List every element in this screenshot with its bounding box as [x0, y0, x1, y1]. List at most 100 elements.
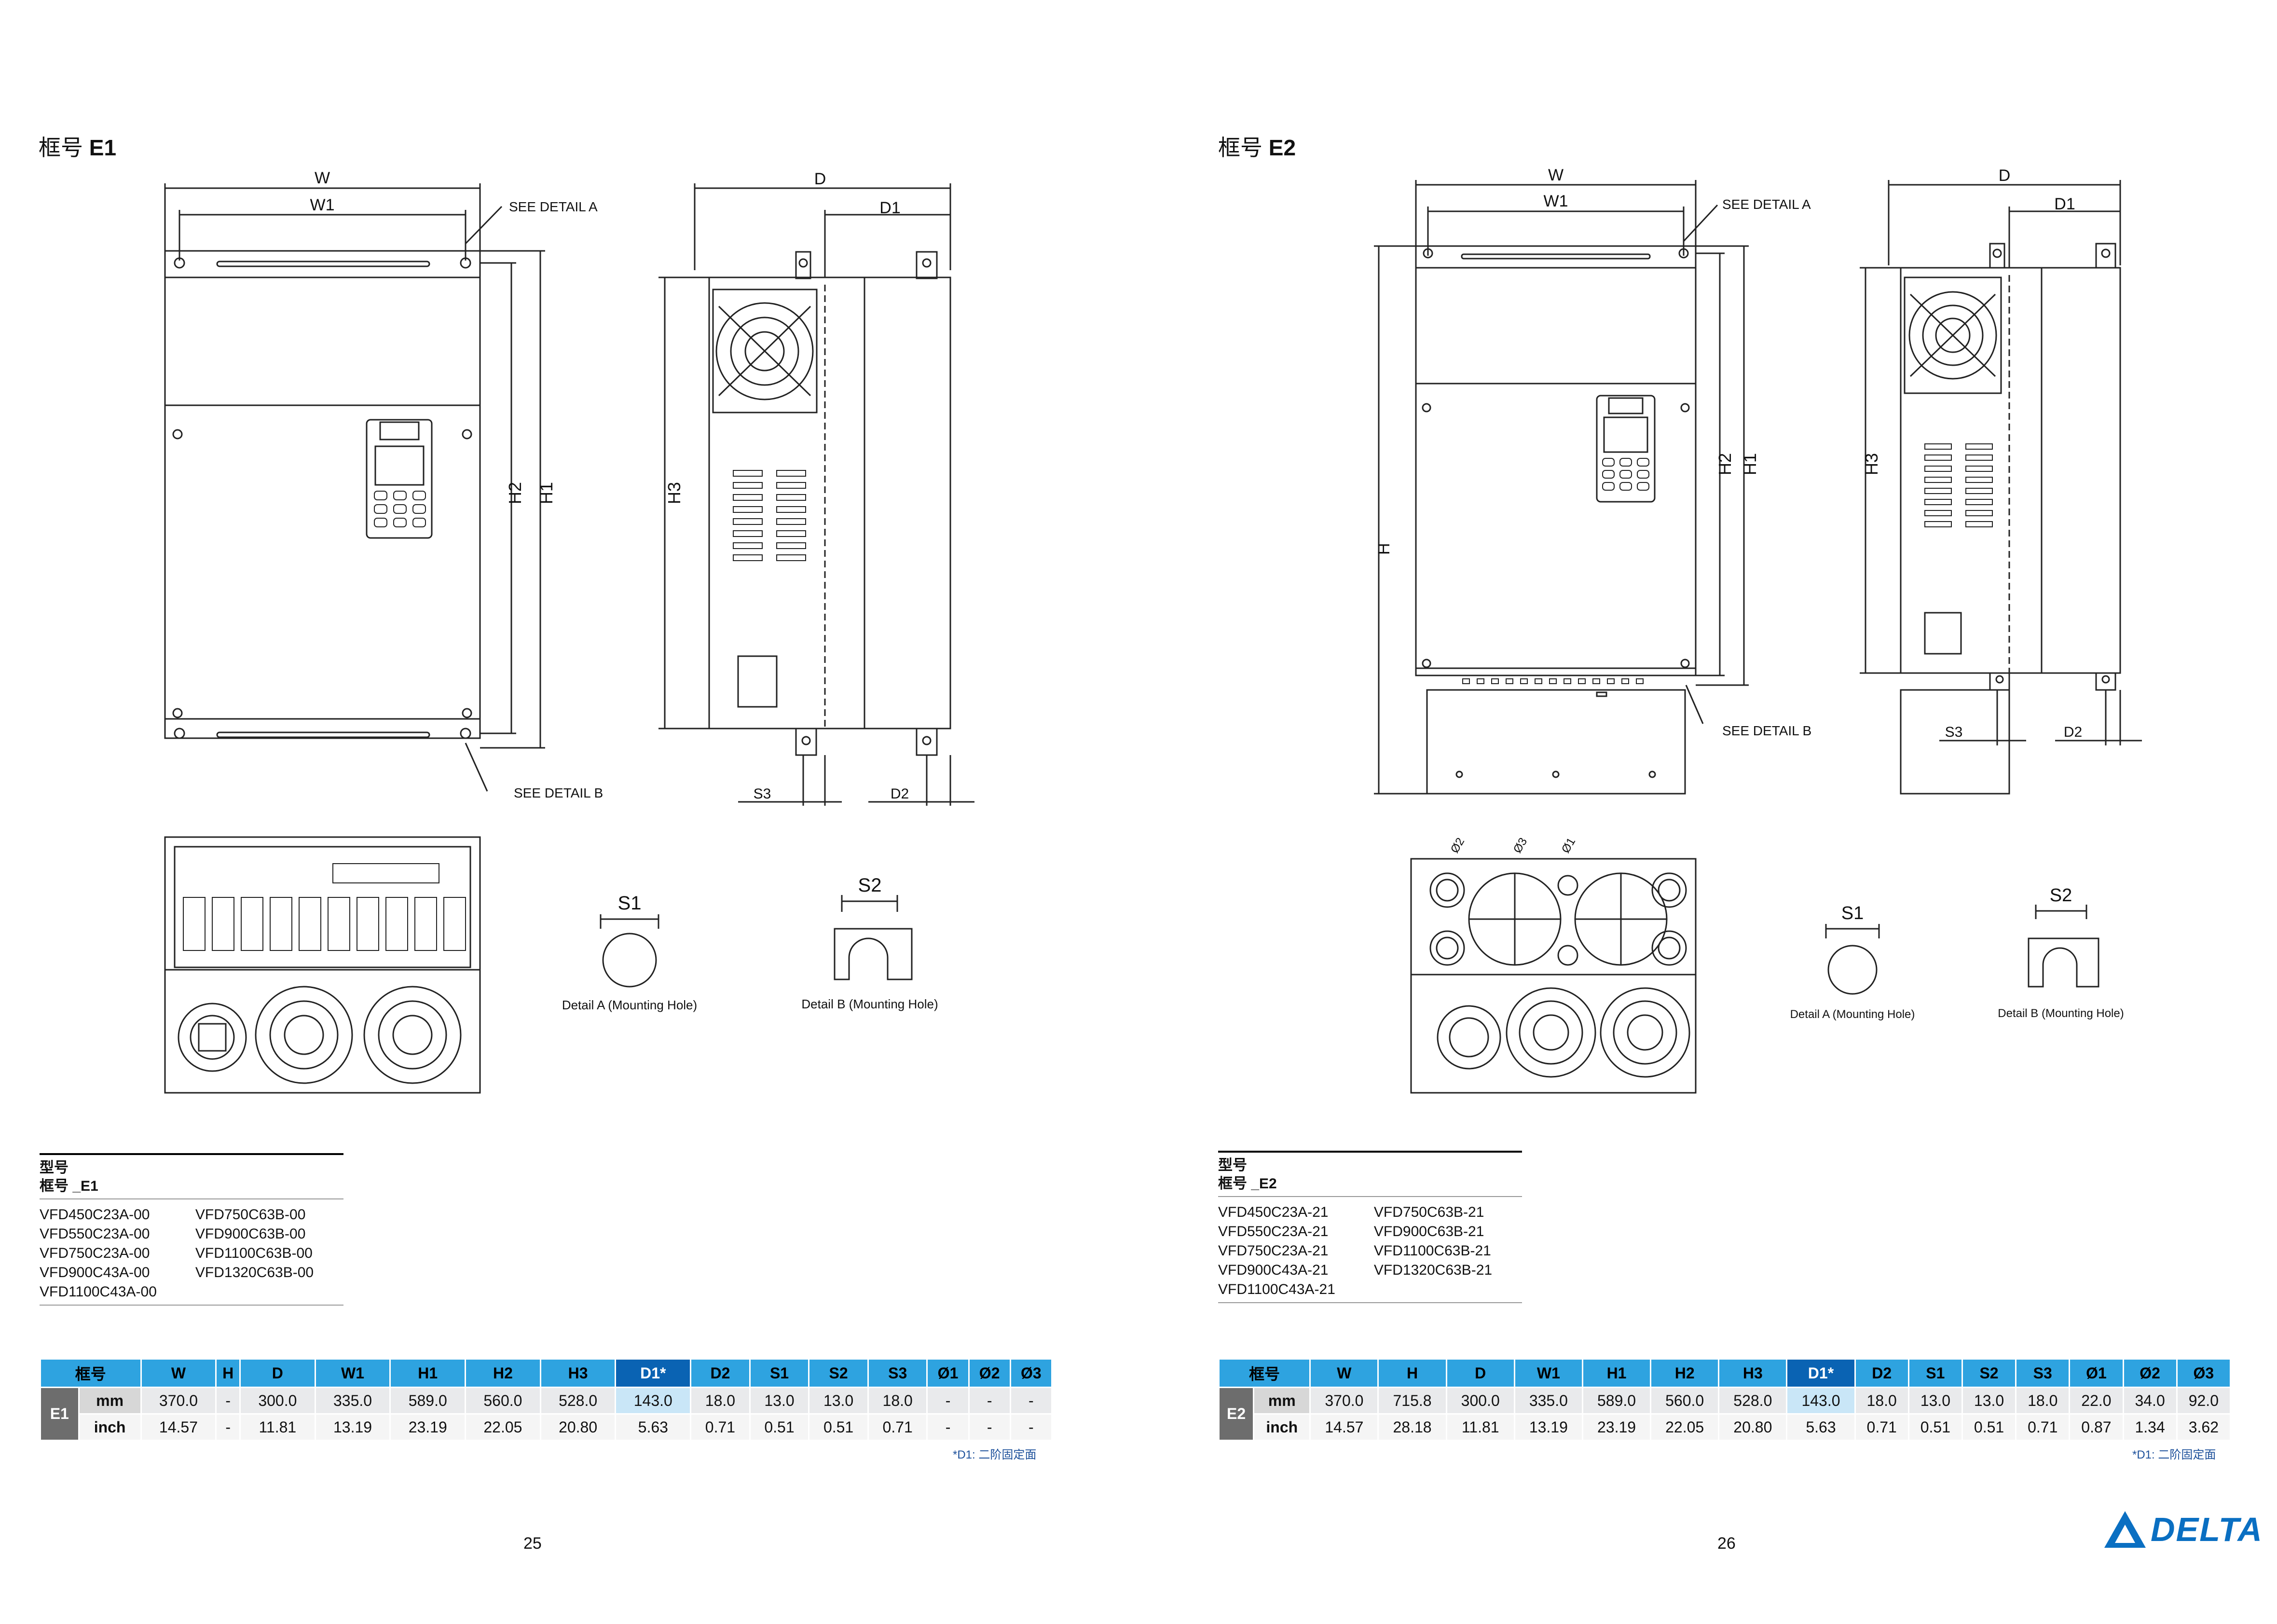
table-cell: 0.71	[868, 1415, 927, 1440]
dim-label-d1: D1	[879, 199, 900, 217]
table-header-cell: Ø3	[2177, 1360, 2230, 1387]
table-cell: 20.80	[1719, 1415, 1786, 1440]
dim-label-h2: H2	[1715, 453, 1735, 475]
detail-b-s2-label: S2	[2050, 885, 2072, 906]
model-item: VFD900C63B-00	[195, 1226, 306, 1242]
table-cell: 22.05	[1651, 1415, 1718, 1440]
table-header-cell: S2	[1962, 1360, 2016, 1387]
model-column-2: VFD750C63B-21 VFD900C63B-21 VFD1100C63B-…	[1374, 1203, 1492, 1299]
dim-label-w: W	[1548, 166, 1564, 184]
table-header-cell: H2	[1651, 1360, 1718, 1387]
table-cell: 370.0	[141, 1388, 216, 1413]
table-cell: 18.0	[868, 1388, 927, 1413]
see-detail-a-label: SEE DETAIL A	[1722, 197, 1811, 212]
table-cell: -	[217, 1388, 240, 1413]
detail-a-s1-label: S1	[1841, 903, 1864, 923]
table-cell: 300.0	[1447, 1388, 1514, 1413]
front-view-body	[164, 250, 481, 739]
model-item: VFD750C23A-21	[1218, 1243, 1329, 1259]
front-view-body	[1415, 245, 1697, 676]
table-header-cell: H3	[1719, 1360, 1786, 1387]
table-header-cell: W	[1311, 1360, 1378, 1387]
frame-title-code: E2	[1268, 135, 1296, 160]
model-item: VFD750C63B-21	[1373, 1204, 1484, 1220]
table-cell: 0.71	[1855, 1415, 1908, 1440]
page-number: 26	[1717, 1534, 1736, 1553]
table-cell: 589.0	[391, 1388, 465, 1413]
table-unit-cell: mm	[79, 1388, 140, 1413]
model-header-title: 型号	[1218, 1157, 1247, 1173]
model-header-frame: 框号 _E1	[40, 1178, 98, 1194]
table-cell: 3.62	[2177, 1415, 2230, 1440]
table-header-cell: H	[1379, 1360, 1446, 1387]
model-item: VFD1100C63B-21	[1373, 1243, 1491, 1259]
delta-triangle-icon	[2104, 1511, 2146, 1548]
dim-label-d2: D2	[891, 786, 909, 802]
table-cell: 143.0	[616, 1388, 690, 1413]
bottom-view-body	[164, 836, 481, 1094]
table-cell: 528.0	[1719, 1388, 1786, 1413]
see-detail-b-label: SEE DETAIL B	[1722, 723, 1811, 738]
table-header-cell: W1	[315, 1360, 390, 1387]
dimension-drawing-e1: W W1 SEE DETAIL A H2 H1 SEE D	[164, 169, 974, 806]
detail-a-caption: Detail A (Mounting Hole)	[1790, 1008, 1915, 1021]
dim-label-d: D	[1999, 166, 2011, 185]
bottom-view-body	[1410, 858, 1697, 1094]
table-cell: 0.51	[809, 1415, 867, 1440]
table-header-cell: H	[217, 1360, 240, 1387]
model-item: VFD900C43A-21	[1218, 1262, 1329, 1278]
model-item: VFD1100C43A-00	[40, 1284, 157, 1300]
table-unit-cell: inch	[79, 1415, 140, 1440]
table-cell: 5.63	[616, 1415, 690, 1440]
table-cell: 0.87	[2070, 1415, 2123, 1440]
table-header-cell: S2	[809, 1360, 867, 1387]
table-cell: 0.51	[1909, 1415, 1962, 1440]
table-cell: 23.19	[1583, 1415, 1650, 1440]
table-cell: 560.0	[1651, 1388, 1718, 1413]
model-column-1: VFD450C23A-00 VFD550C23A-00 VFD750C23A-0…	[40, 1205, 157, 1302]
page-number: 25	[523, 1534, 542, 1553]
model-item: VFD1320C63B-21	[1373, 1262, 1493, 1278]
model-list: 型号 框号 _E1 VFD450C23A-00 VFD550C23A-00 VF…	[40, 1153, 343, 1306]
keypad-drawing	[366, 419, 433, 539]
table-cell: 370.0	[1311, 1388, 1378, 1413]
table-cell: 335.0	[1515, 1388, 1582, 1413]
table-header-cell: D1*	[1787, 1360, 1854, 1387]
table-unit-cell: mm	[1254, 1388, 1310, 1413]
table-cell: -	[969, 1388, 1010, 1413]
model-column-2: VFD750C63B-00 VFD900C63B-00 VFD1100C63B-…	[195, 1205, 314, 1302]
wiring-box-side	[1900, 689, 2010, 795]
table-cell: 92.0	[2177, 1388, 2230, 1413]
table-cell: 28.18	[1379, 1415, 1446, 1440]
table-header-cell: D	[241, 1360, 315, 1387]
table-header-cell: Ø1	[928, 1360, 968, 1387]
frame-title-prefix: 框号	[1218, 135, 1262, 160]
dim-label-h3: H3	[664, 482, 684, 504]
table-cell: -	[928, 1415, 968, 1440]
table-header-cell: D2	[691, 1360, 749, 1387]
model-item: VFD750C63B-00	[195, 1207, 306, 1223]
table-cell: 0.51	[750, 1415, 809, 1440]
brand-logo: DELTA	[2103, 1510, 2263, 1549]
table-cell: 13.19	[1515, 1415, 1582, 1440]
table-header-cell: W	[141, 1360, 216, 1387]
frame-title-code: E1	[89, 135, 117, 160]
dim-label-h3: H3	[1862, 453, 1881, 475]
table-header-cell: H3	[541, 1360, 615, 1387]
model-header-title: 型号	[40, 1160, 69, 1176]
table-cell: 715.8	[1379, 1388, 1446, 1413]
table-frame-cell: E1	[41, 1388, 78, 1440]
see-detail-a-label: SEE DETAIL A	[509, 199, 598, 214]
table-header-cell: Ø2	[2124, 1360, 2176, 1387]
table-header-cell: S1	[1909, 1360, 1962, 1387]
side-view-body	[1900, 267, 2121, 674]
dim-label-d2: D2	[2064, 724, 2082, 740]
table-cell: -	[217, 1415, 240, 1440]
model-list: 型号 框号 _E2 VFD450C23A-21 VFD550C23A-21 VF…	[1218, 1151, 1522, 1303]
table-cell: 335.0	[315, 1388, 390, 1413]
